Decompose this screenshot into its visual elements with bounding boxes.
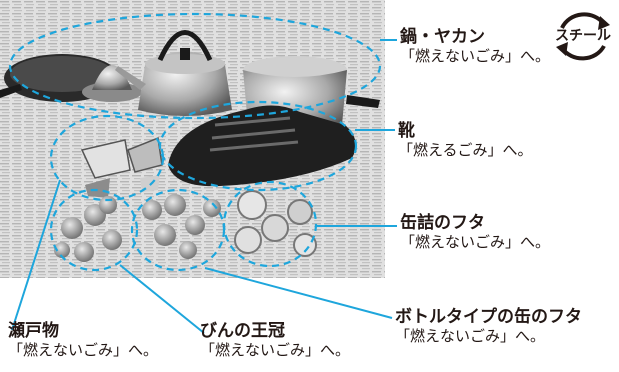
label-pots-kettle: 鍋・ヤカン 「燃えないごみ」へ。 <box>400 27 551 65</box>
label-shoe: 靴 「燃えるごみ」へ。 <box>398 121 533 159</box>
label-title: 缶詰のフタ <box>400 213 485 233</box>
label-title: 鍋・ヤカン <box>400 27 485 47</box>
label-note: 「燃えるごみ」へ。 <box>398 140 533 159</box>
recycle-arrows-icon <box>556 12 610 61</box>
label-bottle-caps: びんの王冠 「燃えないごみ」へ。 <box>200 321 351 359</box>
label-note: 「燃えないごみ」へ。 <box>395 326 546 345</box>
label-note: 「燃えないごみ」へ。 <box>8 340 159 359</box>
label-title: 靴 <box>398 121 415 141</box>
recycle-mark-label: スチール <box>555 28 611 44</box>
label-title: ボトルタイプの缶のフタ <box>395 307 582 327</box>
label-bottle-can-lids: ボトルタイプの缶のフタ 「燃えないごみ」へ。 <box>395 307 582 345</box>
label-note: 「燃えないごみ」へ。 <box>400 232 551 251</box>
label-pottery: 瀬戸物 「燃えないごみ」へ。 <box>8 321 159 359</box>
label-note: 「燃えないごみ」へ。 <box>200 340 351 359</box>
label-title: 瀬戸物 <box>8 321 59 341</box>
steel-recycle-mark: スチール <box>552 8 614 64</box>
label-can-lids: 缶詰のフタ 「燃えないごみ」へ。 <box>400 213 551 251</box>
label-title: びんの王冠 <box>200 321 285 341</box>
label-note: 「燃えないごみ」へ。 <box>400 46 551 65</box>
garbage-items-photo <box>0 0 385 278</box>
